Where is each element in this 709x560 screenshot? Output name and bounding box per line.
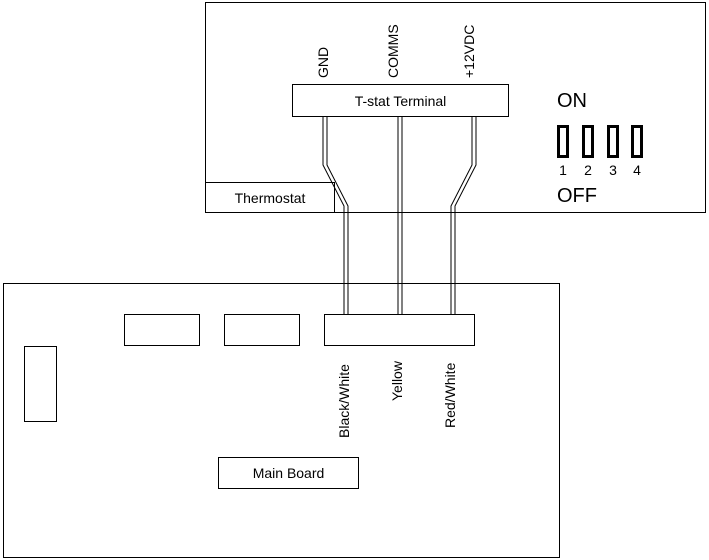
- pin-label-gnd: GND: [315, 46, 331, 78]
- dip-number-2: 2: [584, 162, 592, 178]
- thermostat-label: Thermostat: [234, 189, 306, 206]
- board-side-connector: [24, 346, 57, 422]
- dip-number-3: 3: [609, 162, 617, 178]
- wire-label-red-white: Red/White: [442, 362, 458, 428]
- dip-number-1: 1: [559, 162, 567, 178]
- main-board-label: Main Board: [252, 465, 325, 481]
- dip-switch-4[interactable]: [631, 125, 643, 158]
- tstat-terminal-block: T-stat Terminal: [292, 84, 509, 117]
- dip-off-label: OFF: [557, 185, 597, 207]
- dip-switch-3[interactable]: [607, 125, 619, 158]
- dip-on-label: ON: [557, 90, 587, 112]
- pin-label-comms: COMMS: [385, 24, 401, 78]
- main-board-label-box: Main Board: [218, 457, 359, 489]
- wire-label-yellow: Yellow: [389, 361, 405, 401]
- board-tstat-connector: [324, 314, 475, 346]
- board-connector-left: [124, 314, 200, 346]
- pin-label-12vdc: +12VDC: [461, 24, 477, 78]
- dip-switch-1[interactable]: [557, 125, 569, 158]
- tstat-terminal-label: T-stat Terminal: [354, 92, 447, 109]
- wire-label-black-white: Black/White: [336, 364, 352, 438]
- board-connector-middle: [224, 314, 300, 346]
- dip-switch-2[interactable]: [582, 125, 594, 158]
- thermostat-label-box: Thermostat: [205, 182, 335, 213]
- dip-number-4: 4: [633, 162, 641, 178]
